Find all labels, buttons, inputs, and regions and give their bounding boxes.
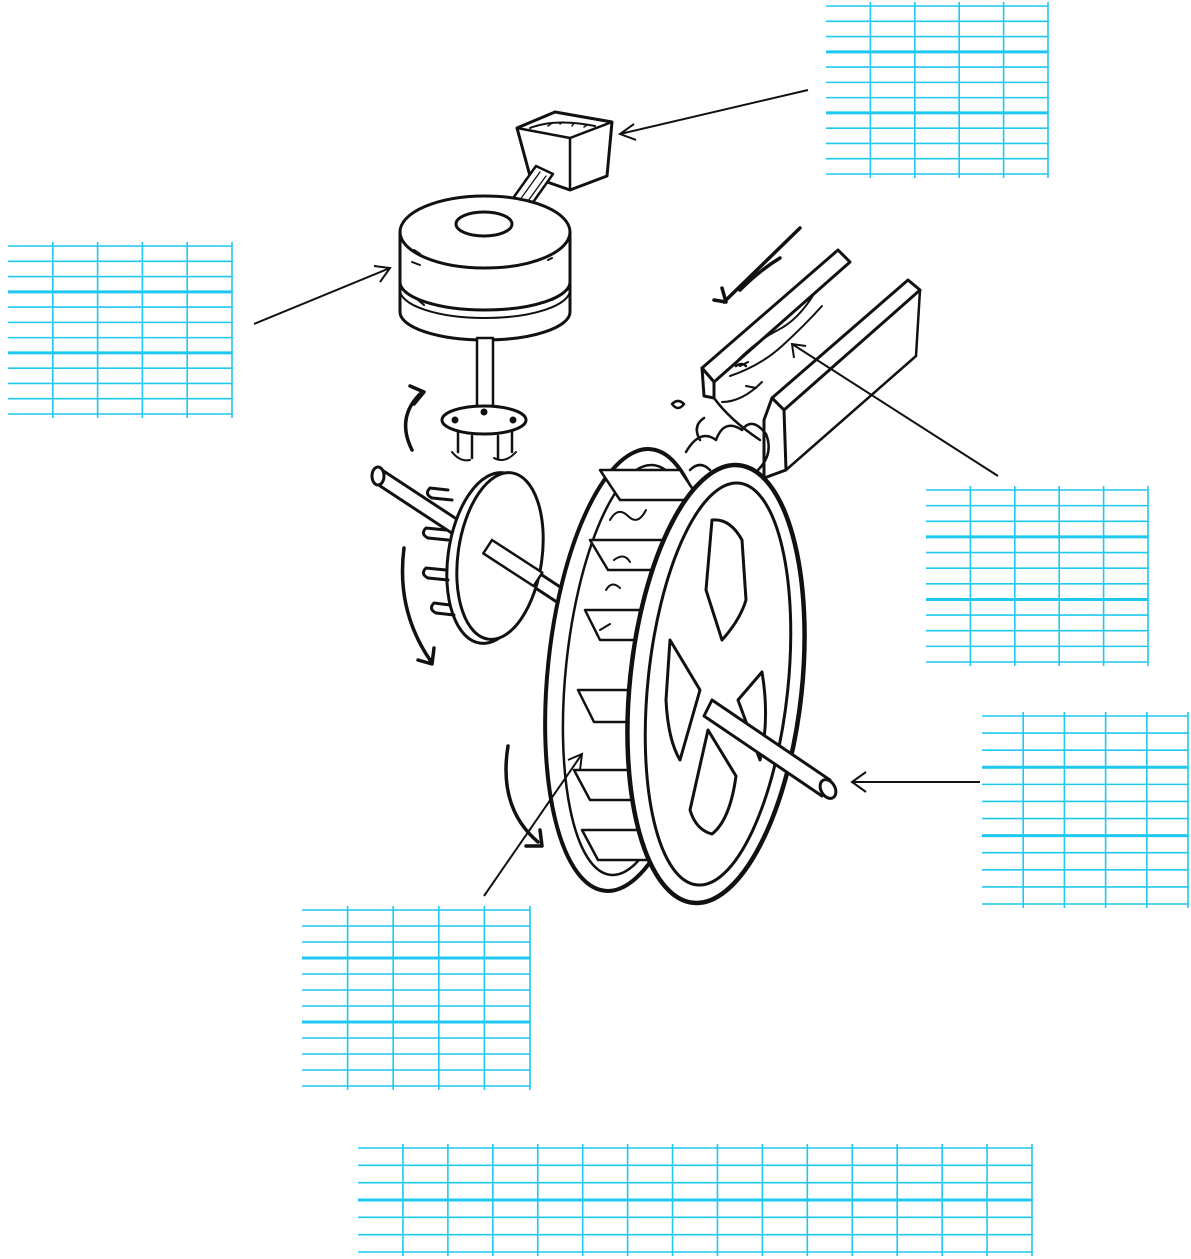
water-flume-icon (670, 226, 922, 480)
label-box-hopper[interactable] (826, 2, 1049, 178)
water-wheel-icon (543, 447, 807, 906)
arrow-to-water-flume (790, 342, 999, 477)
pointer-arrows (253, 89, 999, 897)
lantern-gear-icon (440, 404, 528, 462)
millstones-icon (398, 194, 572, 342)
arrow-to-millstones (253, 265, 392, 325)
label-box-caption[interactable] (358, 1144, 1033, 1256)
crown-wheel-icon (421, 471, 545, 645)
label-box-axle[interactable] (982, 712, 1189, 908)
arrow-to-axle (850, 771, 980, 793)
label-box-water-flume[interactable] (926, 486, 1149, 666)
label-box-paddles[interactable] (302, 906, 531, 1090)
vertical-shaft-icon (475, 336, 495, 416)
label-box-millstones[interactable] (8, 242, 233, 418)
curved-rotation-arrow-icon (400, 384, 544, 848)
axle-icon (702, 698, 838, 800)
label-boxes (8, 2, 1189, 1256)
arrow-to-paddles (483, 752, 584, 897)
waterwheel-mill-illustration (370, 110, 922, 906)
arrow-to-hopper (617, 89, 809, 141)
